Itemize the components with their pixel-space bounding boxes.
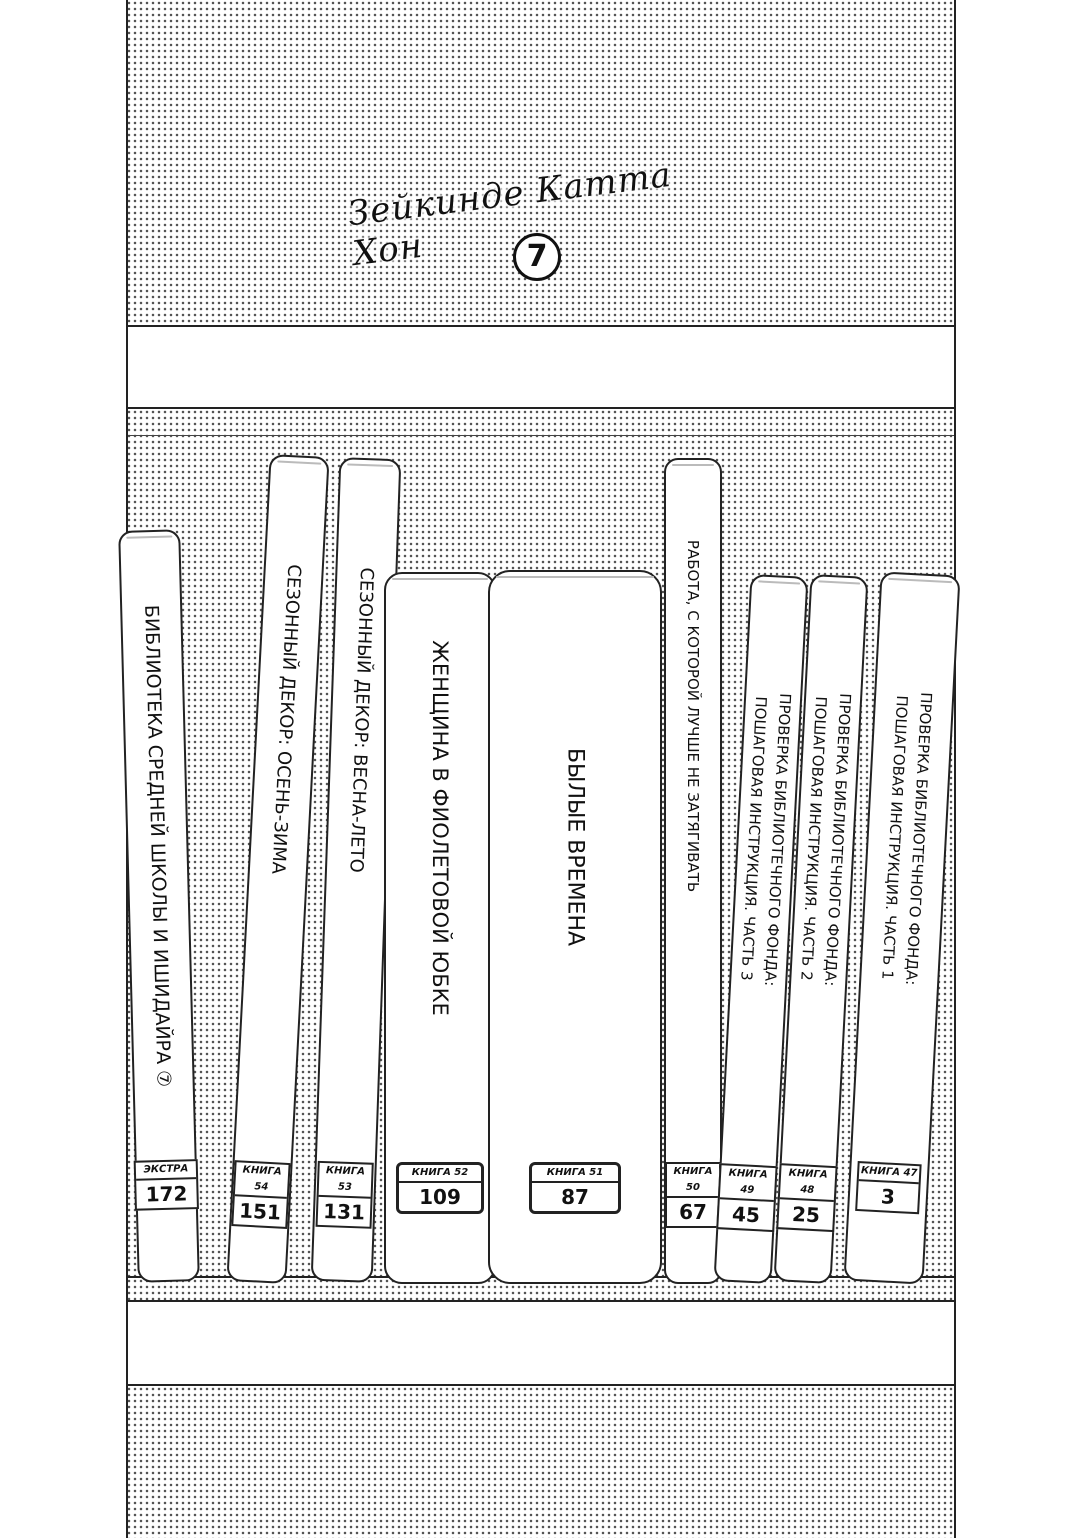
book-label: КНИГА 52 109 [396,1162,484,1214]
book-label: КНИГА 53 131 [315,1160,374,1229]
book-title: СЕЗОННЫЙ ДЕКОР: ОСЕНЬ-ЗИМА [267,563,305,875]
book-title: БЫЛЫЕ ВРЕМЕНА [562,747,588,947]
book-label: ЭКСТРА 172 [133,1159,199,1211]
book-52[interactable]: ЖЕНЩИНА В ФИОЛЕТОВОЙ ЮБКЕ КНИГА 52 109 [384,572,496,1284]
book-title: БИБЛИОТЕКА СРЕДНЕЙ ШКОЛЫ И ИШИДАЙРА ⑦ [140,604,175,1088]
book-label: КНИГА 51 87 [529,1162,621,1214]
book-50[interactable]: РАБОТА, С КОТОРОЙ ЛУЧШЕ НЕ ЗАТЯГИВАТЬ КН… [664,458,722,1284]
upper-shelf-board [126,325,956,409]
book-title: ПРОВЕРКА БИБЛИОТЕЧНОГО ФОНДА: ПОШАГОВАЯ … [737,692,795,987]
book-title: ПРОВЕРКА БИБЛИОТЕЧНОГО ФОНДА: ПОШАГОВАЯ … [878,691,936,986]
top-halftone-panel [126,0,956,326]
bottom-halftone-panel [126,1386,956,1538]
book-label: КНИГА 48 25 [776,1163,838,1233]
right-frame-line [954,0,956,1538]
book-title: РАБОТА, С КОТОРОЙ ЛУЧШЕ НЕ ЗАТЯГИВАТЬ [684,539,702,893]
book-title: СЕЗОННЫЙ ДЕКОР: ВЕСНА-ЛЕТО [345,567,378,874]
book-label: КНИГА 54 151 [231,1160,291,1229]
back-wall-top-edge [126,409,956,436]
book-label: КНИГА 49 45 [716,1163,778,1233]
volume-badge: 7 [513,233,561,281]
book-label: КНИГА 50 67 [665,1162,721,1228]
book-title: ЖЕНЩИНА В ФИОЛЕТОВОЙ ЮБКЕ [428,640,452,1016]
book-51[interactable]: БЫЛЫЕ ВРЕМЕНА КНИГА 51 87 [488,570,662,1284]
book-label: КНИГА 47 3 [855,1161,922,1215]
lower-shelf-board [126,1300,956,1386]
book-title: ПРОВЕРКА БИБЛИОТЕЧНОГО ФОНДА: ПОШАГОВАЯ … [797,692,855,987]
